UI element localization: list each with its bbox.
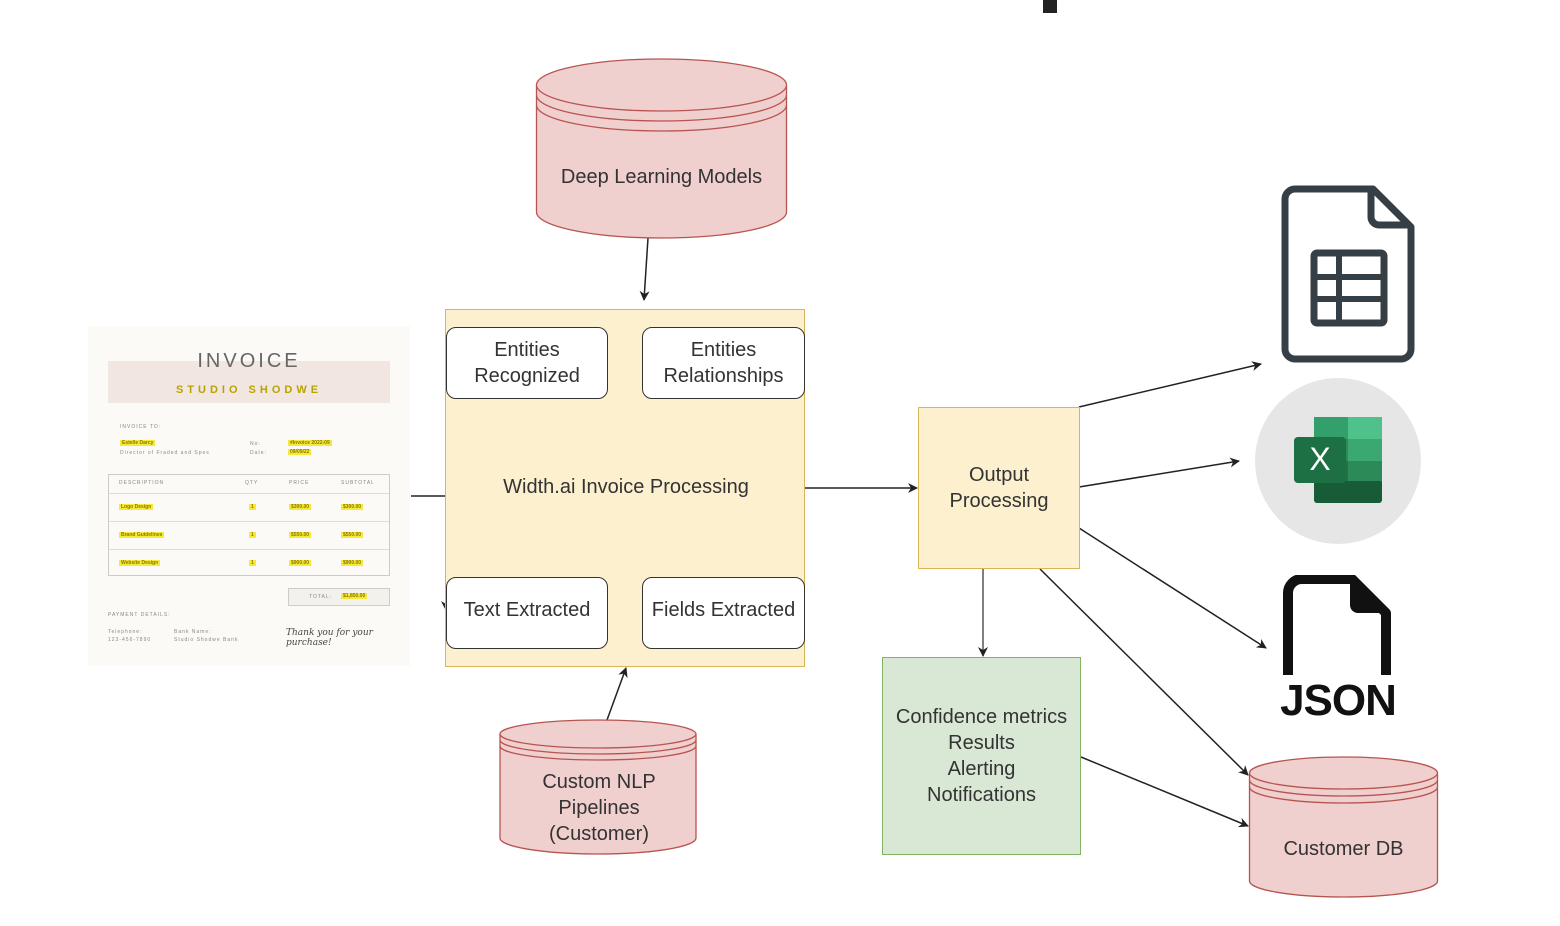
invoice-cell: $900.00	[341, 560, 364, 566]
edge-output-to-json	[1078, 527, 1267, 649]
confidence-line-3: Alerting	[947, 758, 1016, 780]
invoice-col-subtotal: SUBTOTAL	[341, 480, 375, 486]
invoice-no-label: No:	[250, 441, 261, 447]
invoice-col-qty: QTY	[245, 480, 259, 486]
spreadsheet-file-icon[interactable]	[1281, 185, 1417, 363]
excel-icon[interactable]: X	[1254, 377, 1422, 545]
confidence-line-1: Confidence metrics	[895, 706, 1068, 728]
invoice-client-name: Estelle Darcy	[120, 440, 156, 446]
output-processing-line-2: Processing	[949, 490, 1049, 512]
invoice-col-price: PRICE	[289, 480, 310, 486]
edge-output-to-excel	[1078, 457, 1240, 488]
invoice-bank-value: Studio Shodwe Bank	[174, 637, 239, 643]
deep-learning-models-db[interactable]: Deep Learning Models	[535, 57, 788, 240]
invoice-col-description: DESCRIPTION	[119, 480, 165, 486]
invoice-title: INVOICE	[197, 350, 301, 372]
invoice-cell: 1	[249, 504, 256, 510]
invoice-signature: Thank you for your purchase!	[286, 628, 373, 648]
output-processing-line-1: Output	[968, 464, 1030, 486]
invoice-total-box: TOTAL: $1,850.00	[288, 588, 390, 606]
database-cylinder-icon	[1248, 756, 1439, 898]
edge-confidence-to-customer-db	[1080, 756, 1249, 828]
invoice-cell: Brand Guidelines	[119, 532, 165, 538]
entities-relationships-line-1: Entities	[690, 339, 757, 361]
container-title: Width.ai Invoice Processing	[503, 476, 749, 498]
customer-db[interactable]: Customer DB	[1248, 755, 1439, 901]
confidence-metrics-node[interactable]: Confidence metrics Results Alerting Noti…	[882, 657, 1081, 855]
invoice-table: DESCRIPTION QTY PRICE SUBTOTAL Logo Desi…	[108, 474, 390, 576]
customer-db-label: Customer DB	[1283, 838, 1404, 860]
fields-extracted-label: Fields Extracted	[651, 599, 796, 621]
text-extracted-node[interactable]: Text Extracted	[446, 577, 608, 649]
entities-recognized-line-2: Recognized	[474, 365, 580, 387]
invoice-cell: Website Design	[119, 560, 161, 566]
database-cylinder-icon	[535, 58, 788, 239]
invoice-cell: 1	[249, 560, 256, 566]
invoice-cell: $900.00	[289, 560, 312, 566]
invoice-cell: $300.00	[341, 504, 364, 510]
nlp-line-2: Pipelines	[558, 797, 640, 819]
invoice-to-label: INVOICE TO:	[120, 424, 162, 430]
edge-output-to-customer-db	[1039, 568, 1249, 776]
invoice-client-role: Director of Fraded and Spes	[120, 450, 210, 456]
entities-recognized-line-1: Entities	[494, 339, 560, 361]
invoice-brand: STUDIO SHODWE	[175, 384, 323, 396]
invoice-cell: $300.00	[289, 504, 312, 510]
invoice-telephone-label: Telephone:	[108, 629, 143, 635]
top-edge-fragment	[1043, 0, 1057, 13]
deep-learning-models-label: Deep Learning Models	[560, 166, 763, 188]
edge-deep-learning-to-container	[639, 237, 650, 301]
nlp-line-1: Custom NLP	[542, 771, 656, 793]
entities-relationships-node[interactable]: Entities Relationships	[642, 327, 805, 399]
invoice-no-value: #Invoice 2022-09	[288, 440, 332, 446]
edge-invoice-to-text-extracted	[411, 495, 451, 611]
invoice-bank-label: Bank Name:	[174, 629, 212, 635]
excel-x-glyph: X	[1309, 441, 1330, 477]
text-extracted-label: Text Extracted	[463, 599, 591, 621]
invoice-date-label: Date:	[250, 450, 267, 456]
nlp-line-3: (Customer)	[548, 823, 649, 845]
invoice-table-row: Logo Design 1 $300.00 $300.00	[109, 493, 389, 522]
confidence-line-4: Notifications	[927, 784, 1036, 806]
entities-recognized-node[interactable]: Entities Recognized	[446, 327, 608, 399]
confidence-line-2: Results	[948, 732, 1015, 754]
entities-relationships-line-2: Relationships	[663, 365, 784, 387]
invoice-total-label: TOTAL:	[309, 594, 333, 600]
edge-nlp-to-container	[606, 667, 628, 721]
invoice-telephone-value: 123-456-7890	[108, 637, 152, 643]
output-processing-node[interactable]: Output Processing	[918, 407, 1080, 569]
database-cylinder-icon	[499, 719, 697, 855]
json-file-label: JSON	[1280, 676, 1397, 725]
invoice-document[interactable]: INVOICE STUDIO SHODWE INVOICE TO: Estell…	[88, 326, 410, 666]
fields-extracted-node[interactable]: Fields Extracted	[642, 577, 805, 649]
invoice-table-row: Brand Guidelines 1 $550.00 $550.00	[109, 521, 389, 550]
json-file-icon[interactable]	[1282, 574, 1394, 679]
invoice-total-value: $1,850.00	[341, 593, 368, 599]
invoice-table-row: Website Design 1 $900.00 $900.00	[109, 549, 389, 578]
invoice-cell: Logo Design	[119, 504, 154, 510]
nlp-label-stack: Custom NLP Pipelines (Customer)	[499, 769, 699, 847]
invoice-cell: $550.00	[341, 532, 364, 538]
invoice-cell: 1	[249, 532, 256, 538]
edge-output-to-sheets	[1078, 361, 1262, 408]
custom-nlp-pipelines-db[interactable]: Custom NLP Pipelines (Customer)	[499, 718, 699, 856]
invoice-payment-label: PAYMENT DETAILS:	[108, 612, 171, 618]
invoice-header-band	[108, 361, 390, 403]
invoice-cell: $550.00	[289, 532, 312, 538]
invoice-date-value: 09/09/22	[288, 449, 312, 455]
